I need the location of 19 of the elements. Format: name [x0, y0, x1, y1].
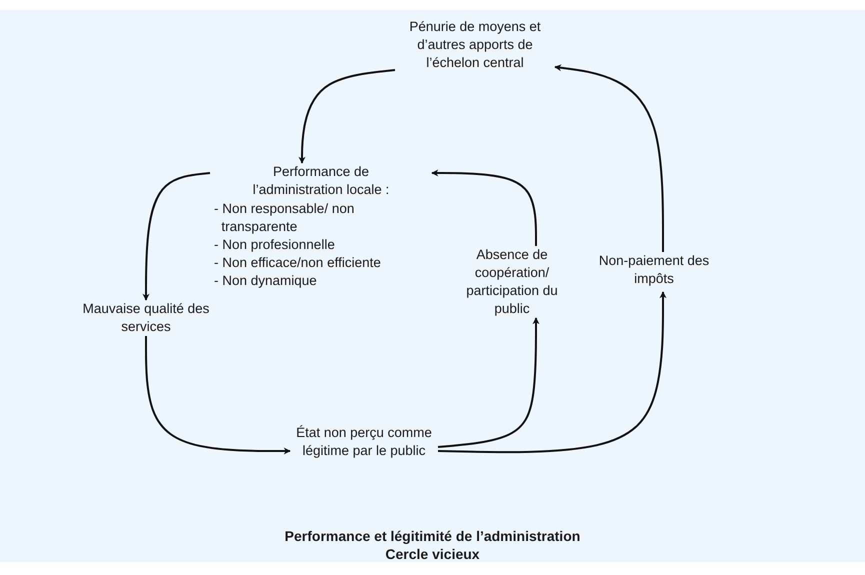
- diagram-title: Performance et légitimité de l’administration: [284, 528, 582, 544]
- node-label: Absence de coopération/ participation du public: [465, 246, 559, 318]
- list-item: - Non responsable/ non transparente: [214, 200, 356, 236]
- arrow: [298, 69, 396, 164]
- arrow: [142, 172, 210, 301]
- arrow: [554, 64, 664, 252]
- node-label: Non-paiement des impôts: [598, 252, 710, 288]
- list-item: - Non efficace/non efficiente: [214, 254, 382, 272]
- node-label: Pénurie de moyens et d’autres apports de l’échelon central: [408, 18, 542, 72]
- node-label: État non perçu comme légitime par le public: [295, 424, 433, 460]
- arrow: [431, 170, 537, 246]
- diagram-caption: Cercle vicieux: [384, 546, 481, 562]
- list-item: - Non profesionnelle: [214, 236, 336, 254]
- node-label: Mauvaise qualité des services: [82, 300, 210, 336]
- node-label: Performance de l’administration locale :: [252, 163, 390, 199]
- arrow: [145, 336, 291, 454]
- list-item: - Non dynamique: [214, 272, 318, 290]
- arrow: [438, 291, 666, 454]
- arrow: [438, 317, 540, 448]
